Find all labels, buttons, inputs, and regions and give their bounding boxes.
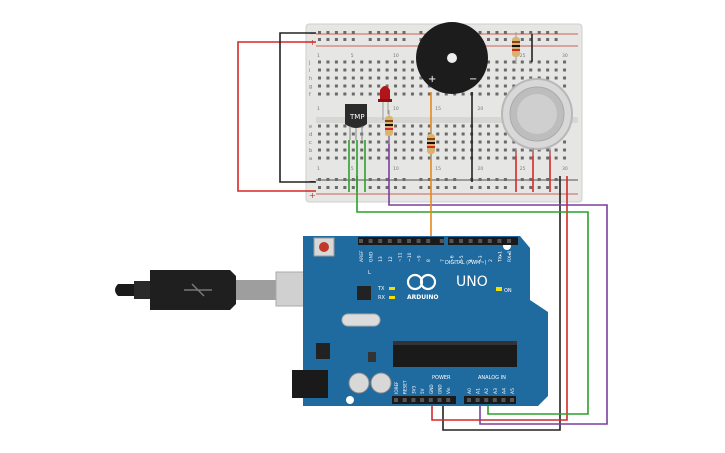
digital-pin-label: RX◂0: [507, 251, 513, 262]
digital-header-label: DIGITAL (PWM~): [445, 260, 487, 266]
gas-sensor: [501, 78, 573, 156]
column-number-25: 25: [520, 53, 526, 59]
power-pin-label: 5V: [420, 388, 425, 394]
row-letter-j: j: [308, 60, 310, 66]
power-pin-label: 3V3: [411, 385, 416, 394]
red-led: [378, 86, 392, 120]
power-jack[interactable]: [292, 370, 328, 398]
column-number-25: 25: [520, 166, 526, 172]
analog-pin-label: A0: [467, 388, 473, 394]
usb-symbol-icon: [184, 283, 212, 297]
power-pin-label: GND: [438, 384, 443, 394]
column-number-15: 15: [435, 106, 441, 112]
column-number-5: 5: [351, 53, 354, 59]
column-number-30: 30: [562, 53, 568, 59]
led-tx-label: TX: [377, 286, 385, 292]
wire-red-5v: [431, 176, 568, 421]
digital-pin-label: 13: [378, 256, 384, 262]
rail-plus-bottom: +: [309, 191, 316, 200]
digital-pin-label: ~6: [449, 255, 455, 262]
power-pin-label: IOREF: [394, 381, 399, 394]
analog-pin-label: A3: [493, 388, 499, 394]
digital-pin-label: ~11: [397, 252, 403, 262]
column-number-10: 10: [393, 53, 399, 59]
resistor-gas-sensor: [512, 32, 520, 64]
digital-pin-label: ~10: [407, 252, 413, 262]
column-number-1: 1: [317, 53, 320, 59]
digital-pin-label: TX▸1: [497, 251, 503, 263]
row-letter-g: g: [309, 84, 312, 90]
analog-pin-label: A4: [501, 388, 507, 394]
arduino-model: UNO: [456, 274, 488, 290]
column-number-20: 20: [478, 106, 484, 112]
buzzer-plus-label: +: [428, 74, 436, 85]
digital-pin-label: 4: [469, 259, 475, 262]
column-number-15: 15: [435, 166, 441, 172]
column-number-20: 20: [478, 166, 484, 172]
digital-pin-label: AREF: [359, 250, 365, 262]
power-pin-label: RESET: [403, 380, 408, 394]
wires: [237, 32, 608, 431]
wire-black-rail: [279, 32, 316, 183]
usb-cable: [115, 270, 311, 310]
row-letter-b: b: [309, 148, 312, 154]
column-number-1: 1: [317, 106, 320, 112]
column-number-30: 30: [562, 166, 568, 172]
arduino-brand: ARDUINO: [407, 294, 438, 301]
analog-pin-label: A2: [484, 388, 490, 394]
digital-pin-label: GND: [369, 251, 375, 262]
piezo-buzzer: + −: [416, 22, 488, 94]
on-led-label: ON: [504, 288, 512, 294]
resistor-led: [385, 110, 393, 144]
led-l-label: L: [368, 270, 371, 276]
arduino-logo-icon: [406, 273, 437, 291]
wire-purple-a0: [388, 130, 608, 425]
digital-pin-label: ~5: [459, 255, 465, 262]
wire-green-a2: [356, 176, 589, 415]
digital-pin-label: ~3: [478, 255, 484, 262]
row-letter-c: c: [309, 140, 312, 146]
row-letter-h: h: [309, 76, 312, 82]
row-letter-d: d: [309, 132, 312, 138]
digital-pin-label: 12: [388, 256, 394, 262]
wire-red-rail: [237, 41, 316, 192]
power-header-label: POWER: [432, 375, 451, 381]
led-rx-label: RX: [378, 295, 385, 301]
analog-pin-label: A5: [510, 388, 516, 394]
temp-sensor-label: TMP: [349, 113, 365, 121]
column-number-10: 10: [393, 106, 399, 112]
column-number-1: 1: [317, 166, 320, 172]
row-letter-a: a: [309, 156, 312, 162]
column-number-10: 10: [393, 166, 399, 172]
digital-pin-label: 2: [488, 259, 494, 262]
analog-header-label: ANALOG IN: [478, 375, 506, 381]
row-letter-i: i: [309, 68, 310, 74]
power-pin-label: GND: [429, 384, 434, 394]
wire-black-gnd: [442, 176, 561, 431]
digital-pin-label: 8: [426, 259, 432, 262]
digital-pin-label: ~9: [417, 255, 423, 262]
row-letter-e: e: [309, 124, 312, 130]
power-pin-label: Vin: [446, 387, 451, 394]
column-number-5: 5: [351, 166, 354, 172]
buzzer-minus-label: −: [469, 74, 477, 85]
temperature-sensor: TMP: [345, 104, 367, 140]
analog-pin-label: A1: [476, 388, 482, 394]
resistor-buzzer: [427, 130, 435, 160]
digital-pin-label: 7: [440, 259, 446, 262]
row-letter-f: f: [309, 92, 311, 98]
